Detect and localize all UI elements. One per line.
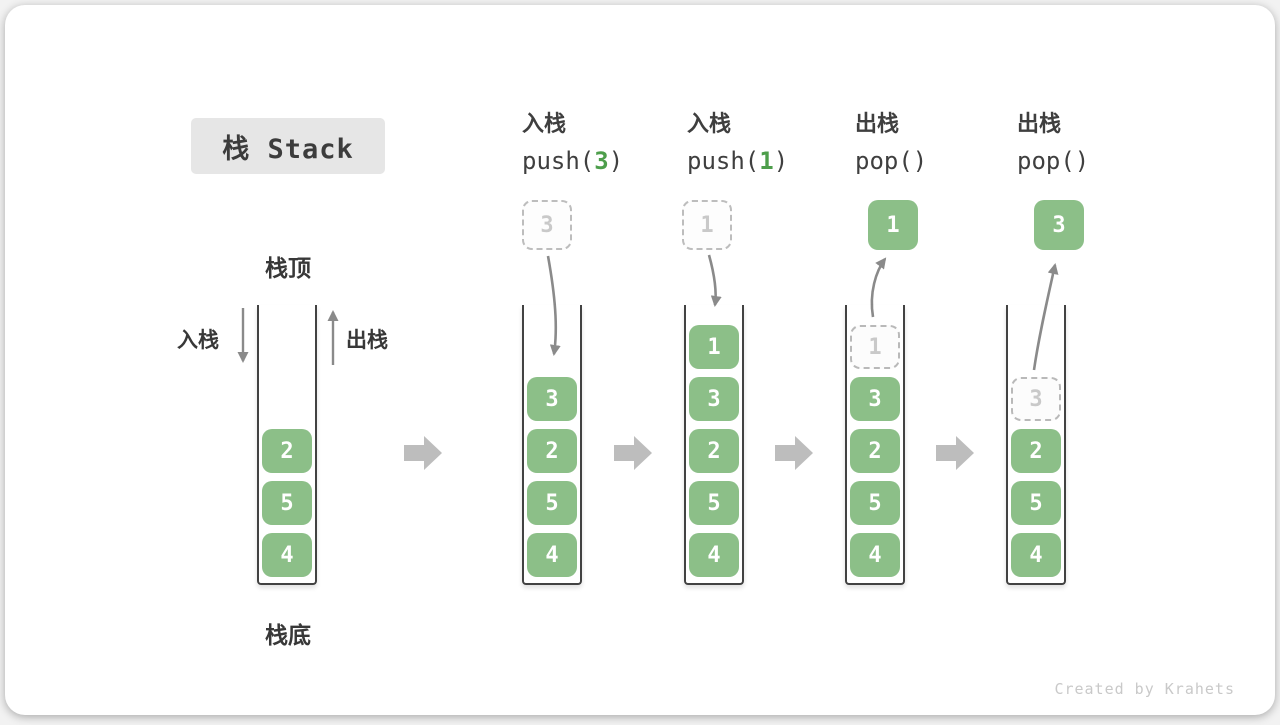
- stack-cell: 5: [262, 481, 312, 525]
- op-code-prefix: push(: [687, 147, 760, 175]
- stack-bottom-label: 栈底: [265, 622, 311, 648]
- stack-top-label: 栈顶: [265, 255, 311, 281]
- op-code-prefix: pop(: [1017, 147, 1075, 175]
- stack-cell: 4: [850, 533, 900, 577]
- diagram-card: 栈 Stack 入栈 push(3) 入栈 push(1) 出栈 pop() 出…: [5, 5, 1275, 715]
- stack-cell: 1: [689, 325, 739, 369]
- stack-state-after-pop-3: 3 2 5 4: [1006, 305, 1066, 585]
- op-code-prefix: pop(: [855, 147, 913, 175]
- stack-cell-ghost: 3: [1011, 377, 1061, 421]
- title-badge: 栈 Stack: [191, 118, 385, 174]
- stack-cell: 5: [1011, 481, 1061, 525]
- stack-cell: 4: [689, 533, 739, 577]
- op-zh-label: 出栈: [855, 111, 900, 136]
- push-side-label: 入栈: [177, 329, 219, 352]
- stack-cell: 4: [1011, 533, 1061, 577]
- op-code-label: pop(): [1017, 147, 1089, 175]
- stack-cell: 3: [689, 377, 739, 421]
- op-header-push-3: 入栈 push(3): [522, 111, 623, 175]
- incoming-element-1: 1: [682, 200, 732, 250]
- stack-cell: 2: [527, 429, 577, 473]
- op-code-suffix: ): [912, 147, 928, 175]
- stack-state-after-pop-1: 1 3 2 5 4: [845, 305, 905, 585]
- op-code-suffix: ): [1074, 147, 1090, 175]
- op-code-label: push(3): [522, 147, 623, 175]
- push-1-arrow-icon: [707, 254, 722, 307]
- op-zh-label: 入栈: [522, 111, 567, 136]
- stack-state-initial: 2 5 4: [257, 305, 317, 585]
- incoming-element-3: 3: [522, 200, 572, 250]
- stack-cell: 4: [527, 533, 577, 577]
- op-header-push-1: 入栈 push(1): [687, 111, 788, 175]
- stack-cell: 5: [527, 481, 577, 525]
- stack-cell: 4: [262, 533, 312, 577]
- flow-arrow-icon: [404, 436, 442, 470]
- stack-cell: 2: [1011, 429, 1061, 473]
- stack-cell: 2: [850, 429, 900, 473]
- popped-element-3: 3: [1034, 200, 1084, 250]
- pop-side-label: 出栈: [346, 329, 388, 352]
- op-code-suffix: ): [608, 147, 624, 175]
- stack-cell: 5: [689, 481, 739, 525]
- flow-arrow-icon: [614, 436, 652, 470]
- op-code-label: push(1): [687, 147, 788, 175]
- stack-cell: 3: [850, 377, 900, 421]
- stack-cell: 2: [689, 429, 739, 473]
- op-code-arg: 1: [759, 147, 774, 175]
- stack-state-after-push-3: 3 2 5 4: [522, 305, 582, 585]
- popped-element-1: 1: [868, 200, 918, 250]
- flow-arrow-icon: [775, 436, 813, 470]
- watermark: Created by Krahets: [1054, 680, 1235, 698]
- op-zh-label: 入栈: [687, 111, 732, 136]
- op-zh-label: 出栈: [1017, 111, 1062, 136]
- op-header-pop-1: 出栈 pop(): [855, 111, 927, 175]
- op-code-prefix: push(: [522, 147, 595, 175]
- op-code-arg: 3: [594, 147, 609, 175]
- op-code-label: pop(): [855, 147, 927, 175]
- op-code-suffix: ): [773, 147, 789, 175]
- stack-cell: 3: [527, 377, 577, 421]
- op-header-pop-3: 出栈 pop(): [1017, 111, 1089, 175]
- flow-arrow-icon: [936, 436, 974, 470]
- stack-state-after-push-1: 1 3 2 5 4: [684, 305, 744, 585]
- stack-cell: 2: [262, 429, 312, 473]
- stack-cell-ghost: 1: [850, 325, 900, 369]
- stack-cell: 5: [850, 481, 900, 525]
